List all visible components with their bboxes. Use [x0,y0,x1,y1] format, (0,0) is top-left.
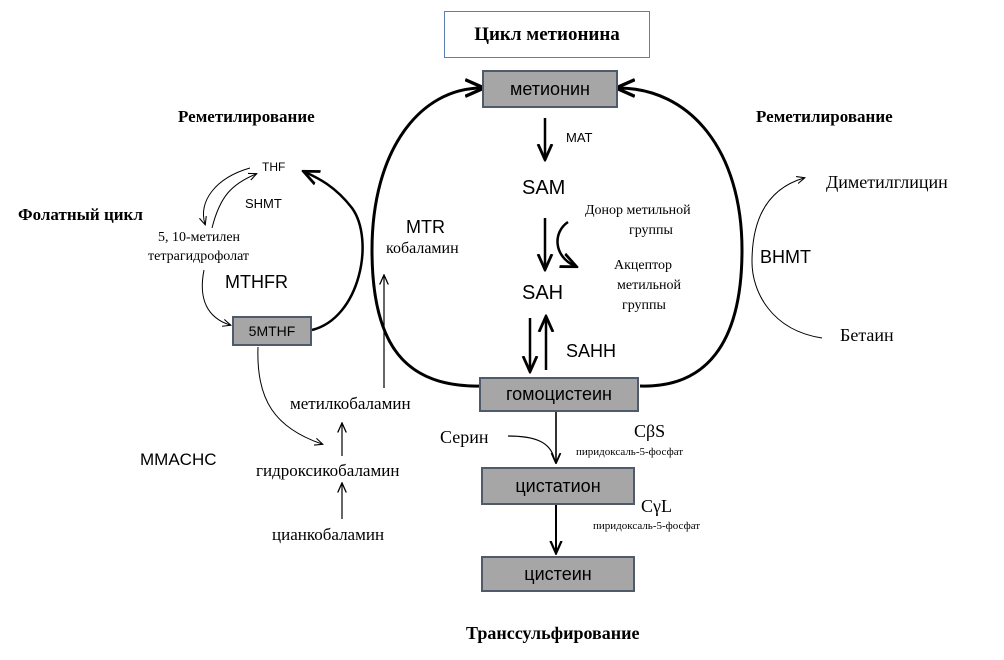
node-cystathionine-label: цистатион [515,475,601,496]
node-serine: Серин [440,427,489,447]
label-acceptor-3: группы [622,298,666,313]
node-homocysteine: гомоцистеин [479,377,639,412]
heading-transsulfuration: Транссульфирование [466,623,640,643]
node-methionine-label: метионин [509,78,591,99]
label-acceptor-2: метильной [617,278,682,293]
heading-remethylation-left: Реметилирование [178,107,315,126]
label-acceptor-1: Акцептор [614,258,673,273]
enzyme-mat: MAT [566,130,593,145]
enzyme-mtr: MTR [406,217,445,237]
cofactor-plp-2: пиридоксаль-5-фосфат [593,520,701,532]
node-5mthf-label: 5MTHF [248,323,296,339]
arrow-serine [507,435,555,459]
node-methylene-thf-2: тетрагидрофолат [148,249,250,264]
title-box: Цикл метионина [444,11,650,58]
node-cysteine: цистеин [481,556,635,592]
enzyme-cbs: CβS [634,421,666,441]
enzyme-sahh: SAHH [566,341,617,361]
node-sah: SAH [522,282,564,304]
enzyme-mthfr: MTHFR [225,272,288,292]
enzyme-mmachc: MMACHC [140,450,217,469]
node-betaine: Бетаин [840,325,894,345]
node-cystathionine: цистатион [481,467,635,505]
node-5mthf: 5MTHF [232,316,312,346]
enzyme-bhmt: BHMT [760,247,811,267]
enzyme-cgl: CγL [641,496,672,516]
cycle-left-arc [370,88,482,388]
arrow-5mthf-to-thf [305,172,364,332]
arrow-betaine-to-dmg [751,178,823,339]
arrow-methylene-to-5mthf [201,269,230,325]
node-cyanocobalamin: цианкобаламин [272,525,385,544]
cofactor-plp-1: пиридоксаль-5-фосфат [576,446,684,458]
label-donor-2: группы [629,223,673,238]
arrow-methylene-to-thf [211,174,256,229]
methyl-transfer-curve [556,220,575,266]
node-methylene-thf-1: 5, 10-метилен [158,230,241,245]
node-methionine: метионин [482,70,618,108]
node-methylcobalamin: метилкобаламин [290,394,411,413]
heading-folate-cycle: Фолатный цикл [18,205,143,224]
arrow-thf-to-methylene [203,167,251,224]
node-hydroxocobalamin: гидроксикобаламин [256,461,400,480]
arrow-5mthf-to-cobalamin [257,346,322,444]
node-homocysteine-label: гомоцистеин [506,384,612,404]
cycle-right-arc [618,88,744,388]
node-dimethylglycine: Диметилглицин [826,172,948,192]
heading-remethylation-right: Реметилирование [756,107,893,126]
label-donor-1: Донор метильной [585,203,691,218]
diagram-title: Цикл метионина [474,23,620,45]
node-cysteine-label: цистеин [524,563,592,584]
node-thf: THF [262,160,286,174]
node-sam: SAM [522,177,566,199]
enzyme-shmt: SHMT [245,196,282,211]
label-cobalamin: кобаламин [386,240,459,257]
